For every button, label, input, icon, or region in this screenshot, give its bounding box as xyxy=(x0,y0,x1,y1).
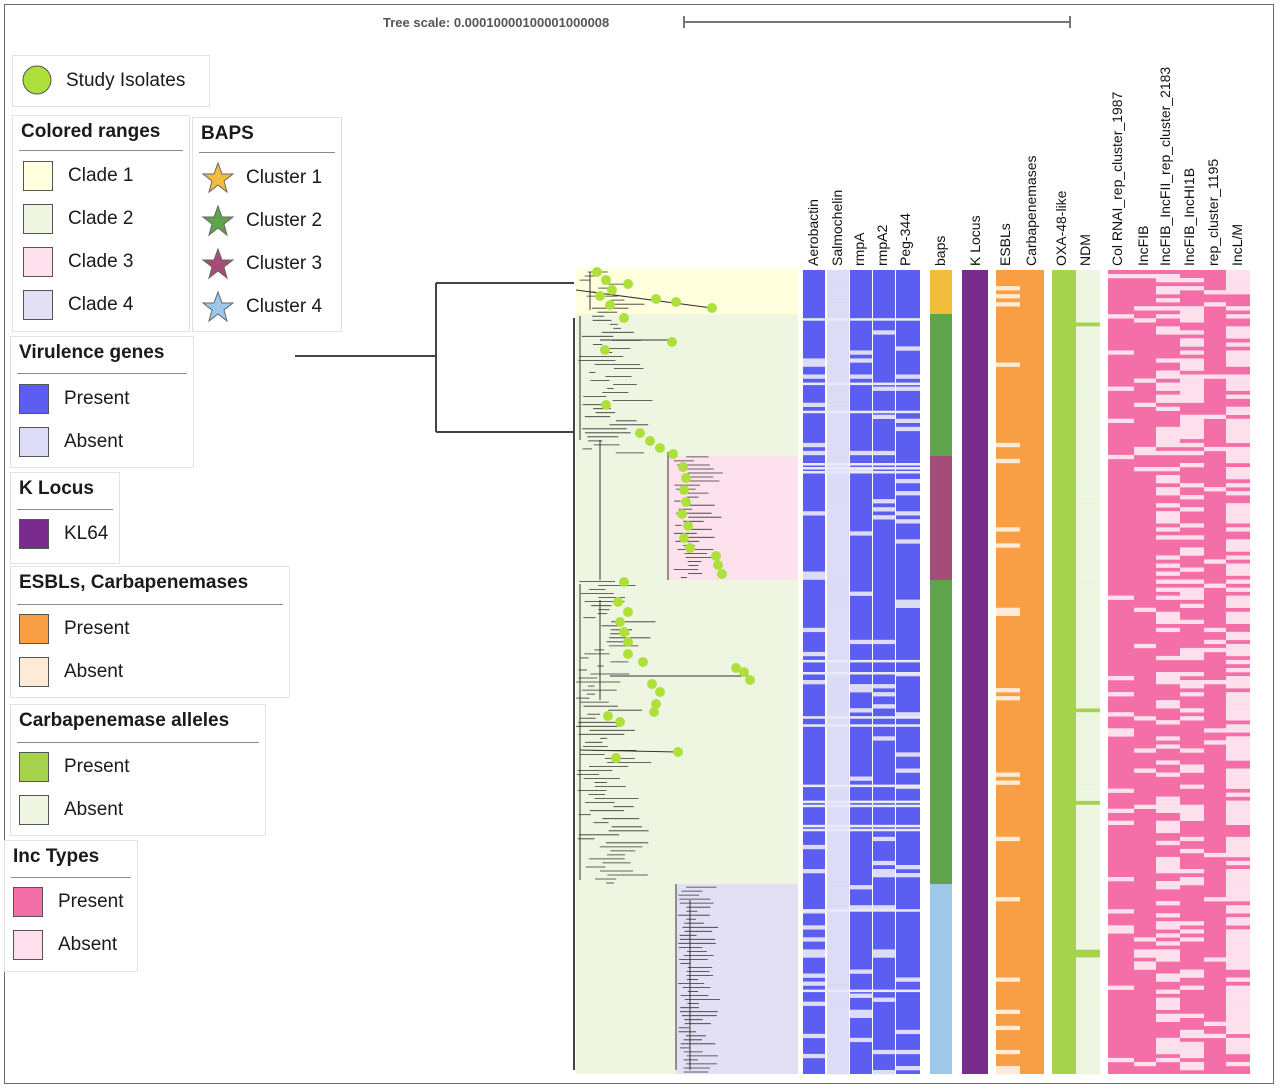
allele-absent-swatch xyxy=(19,795,49,825)
star-icon xyxy=(201,161,235,194)
clade-2-swatch xyxy=(23,204,53,234)
inc-types-title: Inc Types xyxy=(13,846,100,867)
kl64-swatch xyxy=(19,519,49,549)
inc-present-swatch xyxy=(13,887,43,917)
cluster-3-label: Cluster 3 xyxy=(246,253,323,274)
study-isolates-label: Study Isolates xyxy=(66,70,186,91)
esbl-present-swatch xyxy=(19,614,49,644)
cluster-2-label: Cluster 2 xyxy=(246,210,323,231)
virulence-genes-title: Virulence genes xyxy=(19,342,165,363)
allele-present-label: Present xyxy=(64,756,130,777)
star-icon xyxy=(201,204,235,237)
clade-4-swatch xyxy=(23,290,53,320)
clade-1-swatch xyxy=(23,161,53,191)
legend-divider xyxy=(17,604,283,605)
legend-divider xyxy=(19,150,183,151)
legend-divider xyxy=(17,742,259,743)
inc-absent-label: Absent xyxy=(58,934,118,955)
legend-divider xyxy=(17,373,187,374)
clade-3-label: Clade 3 xyxy=(68,251,134,272)
tree-scale-label: Tree scale: 0.00010000100001000008 xyxy=(383,15,610,30)
isolate-dot-icon xyxy=(22,65,52,95)
cluster-4-label: Cluster 4 xyxy=(246,296,323,317)
esbl-present-label: Present xyxy=(64,618,130,639)
virulence-absent-label: Absent xyxy=(64,431,124,452)
baps-title: BAPS xyxy=(201,123,254,144)
kl64-label: KL64 xyxy=(64,523,109,544)
allele-present-swatch xyxy=(19,752,49,782)
carbapenemase-alleles-title: Carbapenemase alleles xyxy=(19,710,230,731)
legend-inc-types: Inc Types Present Absent xyxy=(4,840,138,972)
virulence-present-swatch xyxy=(19,384,49,414)
figure-frame xyxy=(4,4,1274,1084)
legend-baps: BAPS Cluster 1 Cluster 2 Cluster 3 Clust… xyxy=(192,117,342,332)
clade-1-label: Clade 1 xyxy=(68,165,134,186)
legend-study-isolates: Study Isolates xyxy=(12,55,210,107)
allele-absent-label: Absent xyxy=(64,799,124,820)
legend-divider xyxy=(199,152,335,153)
legend-carbapenemase-alleles: Carbapenemase alleles Present Absent xyxy=(10,704,266,836)
legend-divider xyxy=(11,877,131,878)
esbl-absent-swatch xyxy=(19,657,49,687)
inc-absent-swatch xyxy=(13,930,43,960)
virulence-absent-swatch xyxy=(19,427,49,457)
inc-present-label: Present xyxy=(58,891,124,912)
clade-2-label: Clade 2 xyxy=(68,208,134,229)
virulence-present-label: Present xyxy=(64,388,130,409)
clade-3-swatch xyxy=(23,247,53,277)
star-icon xyxy=(201,290,235,323)
legend-divider xyxy=(17,509,113,510)
legend-virulence-genes: Virulence genes Present Absent xyxy=(10,336,194,468)
legend-esbls-carbapenemases: ESBLs, Carbapenemases Present Absent xyxy=(10,566,290,698)
star-icon xyxy=(201,247,235,280)
k-locus-title: K Locus xyxy=(19,478,94,499)
clade-4-label: Clade 4 xyxy=(68,294,134,315)
colored-ranges-title: Colored ranges xyxy=(21,121,161,142)
legend-k-locus: K Locus KL64 xyxy=(10,472,120,564)
cluster-1-label: Cluster 1 xyxy=(246,167,323,188)
legend-colored-ranges: Colored ranges Clade 1 Clade 2 Clade 3 C… xyxy=(12,115,190,332)
esbls-title: ESBLs, Carbapenemases xyxy=(19,572,249,593)
esbl-absent-label: Absent xyxy=(64,661,124,682)
